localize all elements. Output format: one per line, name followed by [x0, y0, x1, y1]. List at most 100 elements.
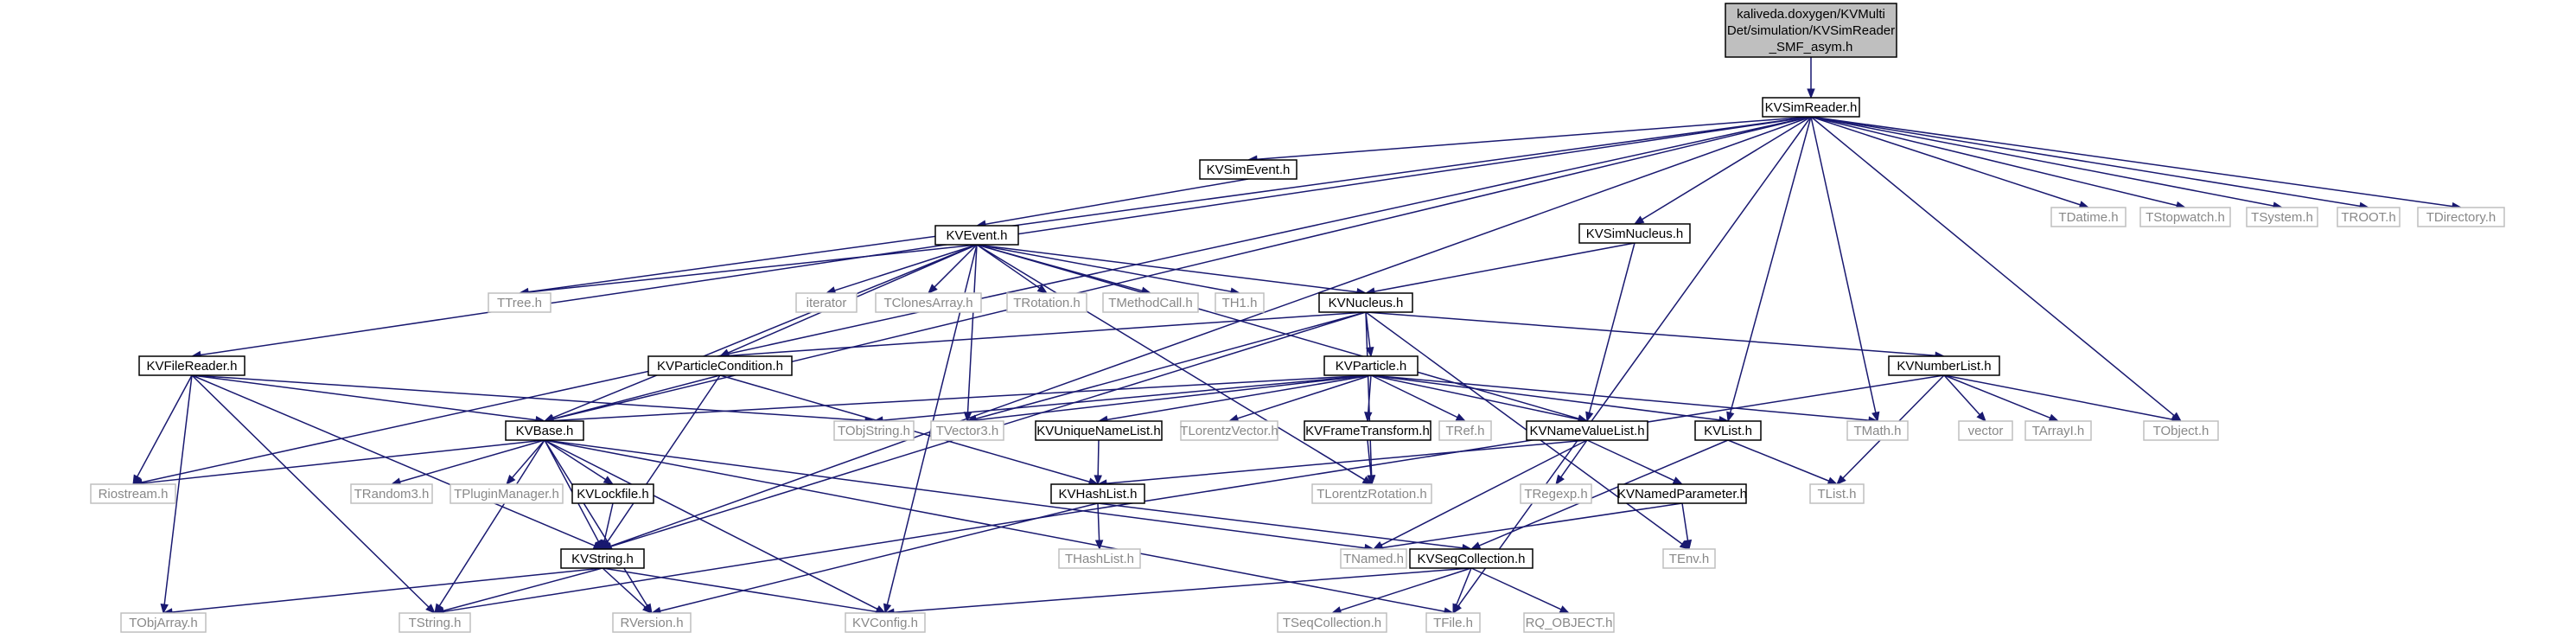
- node-KVNucleus[interactable]: KVNucleus.h: [1318, 292, 1413, 313]
- edge-arrowhead-KVEvent-to-KVConfig: [883, 603, 892, 615]
- node-box-TStopwatch: [2139, 207, 2231, 227]
- node-KVNamedParameter[interactable]: KVNamedParameter.h: [1617, 483, 1747, 504]
- edge-arrowhead-KVList-to-KVSeqCollection: [1470, 541, 1482, 550]
- node-box-KVNumberList[interactable]: [1888, 355, 2000, 376]
- node-KVBase[interactable]: KVBase.h: [505, 420, 584, 441]
- root-node: kaliveda.doxygen/KVMulti Det/simulation/…: [1725, 3, 1897, 58]
- edge-KVNucleus-to-KVParticleCondition: [728, 311, 1367, 357]
- node-label-RVersion: RVersion.h: [620, 616, 683, 630]
- edge-KVEvent-to-TClonesArray: [934, 244, 978, 288]
- node-KVSimEvent[interactable]: KVSimEvent.h: [1199, 159, 1298, 180]
- graph-edges: [131, 57, 2463, 617]
- node-box-KVSimEvent[interactable]: [1199, 159, 1298, 180]
- node-KVSimReader[interactable]: KVSimReader.h: [1762, 97, 1860, 118]
- node-label-KVLockfile: KVLockfile.h: [577, 487, 648, 502]
- node-box-TRef: [1438, 420, 1492, 441]
- edge-KVNucleus-to-TLorentzRotation: [1365, 311, 1373, 476]
- edge-KVNamedParameter-to-TEnv: [1681, 502, 1689, 541]
- node-KVHashList[interactable]: KVHashList.h: [1050, 483, 1145, 504]
- edge-KVEvent-to-TVector3: [966, 244, 978, 413]
- node-KVLockfile[interactable]: KVLockfile.h: [571, 483, 654, 504]
- node-box-KVEvent[interactable]: [934, 225, 1019, 246]
- edge-KVSimReader-to-TSystem: [1810, 116, 2274, 207]
- node-box-KVNameValueList[interactable]: [1526, 420, 1648, 441]
- root-node-box: [1725, 3, 1897, 58]
- node-box-KVList[interactable]: [1694, 420, 1762, 441]
- node-TList: TList.h: [1809, 483, 1865, 504]
- edge-KVSimReader-to-TFile: [1457, 116, 1812, 607]
- edge-KVParticle-to-KVUniqueNameList: [1106, 374, 1372, 421]
- node-box-TArrayI: [2024, 420, 2092, 441]
- node-KVFrameTransform[interactable]: KVFrameTransform.h: [1304, 420, 1431, 441]
- edge-KVEvent-to-KVNucleus: [976, 244, 1358, 293]
- node-box-TSeqCollection: [1277, 612, 1387, 633]
- node-KVString[interactable]: KVString.h: [560, 548, 645, 569]
- node-box-TLorentzRotation: [1311, 483, 1432, 504]
- edge-KVString-to-TObjArray: [171, 567, 603, 613]
- node-TTree: TTree.h: [488, 292, 552, 313]
- node-TArrayI: TArrayI.h: [2024, 420, 2092, 441]
- node-KVList[interactable]: KVList.h: [1694, 420, 1762, 441]
- node-label-TDirectory: TDirectory.h: [2426, 210, 2496, 225]
- root-node-line-2: Det/simulation/KVSimReader: [1727, 23, 1895, 38]
- node-box-KVSeqCollection[interactable]: [1409, 548, 1533, 569]
- edge-KVSeqCollection-to-RQ_OBJECT: [1470, 567, 1562, 610]
- node-KVFileReader[interactable]: KVFileReader.h: [138, 355, 245, 376]
- node-label-TObjString: TObjString.h: [838, 424, 910, 438]
- node-KVEvent[interactable]: KVEvent.h: [934, 225, 1019, 246]
- edge-KVFileReader-to-Riostream: [137, 374, 193, 477]
- node-box-TTree: [488, 292, 552, 313]
- node-label-KVEvent: KVEvent.h: [947, 228, 1008, 243]
- node-TRegexp: TRegexp.h: [1520, 483, 1592, 504]
- node-box-KVParticle[interactable]: [1323, 355, 1419, 376]
- node-box-KVFileReader[interactable]: [138, 355, 245, 376]
- edge-KVSeqCollection-to-TSeqCollection: [1340, 567, 1472, 611]
- edge-KVNameValueList-to-KVHashList: [1106, 439, 1588, 484]
- node-box-KVNucleus[interactable]: [1318, 292, 1413, 313]
- node-label-KVNameValueList: KVNameValueList.h: [1529, 424, 1644, 438]
- edge-KVNumberList-to-vector: [1943, 374, 1980, 416]
- node-box-TClonesArray: [875, 292, 982, 313]
- node-KVParticle[interactable]: KVParticle.h: [1323, 355, 1419, 376]
- edge-KVString-to-RVersion: [602, 567, 647, 608]
- node-KVSimNucleus[interactable]: KVSimNucleus.h: [1578, 223, 1691, 244]
- node-label-TRef: TRef.h: [1445, 424, 1484, 438]
- node-TFile: TFile.h: [1425, 612, 1481, 633]
- node-box-KVString[interactable]: [560, 548, 645, 569]
- edge-KVParticle-to-TLorentzVector: [1237, 374, 1372, 419]
- node-KVSeqCollection[interactable]: KVSeqCollection.h: [1409, 548, 1533, 569]
- node-box-KVSimNucleus[interactable]: [1578, 223, 1691, 244]
- edge-KVList-to-TList: [1727, 439, 1830, 482]
- node-KVNumberList[interactable]: KVNumberList.h: [1888, 355, 2000, 376]
- node-box-TMethodCall: [1102, 292, 1199, 313]
- node-TRotation: TRotation.h: [1006, 292, 1087, 313]
- node-box-KVBase[interactable]: [505, 420, 584, 441]
- node-box-KVParticleCondition[interactable]: [647, 355, 793, 376]
- node-KVParticleCondition[interactable]: KVParticleCondition.h: [647, 355, 793, 376]
- node-box-KVHashList[interactable]: [1050, 483, 1145, 504]
- edge-arrowhead-KVSeqCollection-to-RQ_OBJECT: [1559, 605, 1571, 614]
- node-box-TEnv: [1662, 548, 1716, 569]
- node-label-vector: vector: [1968, 424, 2004, 438]
- graph-nodes: kaliveda.doxygen/KVMulti Det/simulation/…: [90, 3, 2505, 633]
- node-box-KVUniqueNameList[interactable]: [1035, 420, 1163, 441]
- node-box-KVNamedParameter[interactable]: [1617, 483, 1747, 504]
- node-KVUniqueNameList[interactable]: KVUniqueNameList.h: [1035, 420, 1163, 441]
- node-label-TLorentzVector: TLorentzVector.h: [1180, 424, 1278, 438]
- node-box-KVFrameTransform[interactable]: [1304, 420, 1431, 441]
- edge-arrowhead-KVBase-to-TPluginManager: [506, 474, 516, 486]
- node-label-KVSimEvent: KVSimEvent.h: [1207, 163, 1291, 177]
- edge-arrowhead-KVFileReader-to-TString: [425, 604, 436, 614]
- node-KVNameValueList[interactable]: KVNameValueList.h: [1526, 420, 1648, 441]
- node-box-TRandom3: [350, 483, 433, 504]
- node-box-TRotation: [1006, 292, 1087, 313]
- node-box-KVSimReader[interactable]: [1762, 97, 1860, 118]
- node-label-TLorentzRotation: TLorentzRotation.h: [1317, 487, 1427, 502]
- edge-KVEvent-to-KVBase: [552, 244, 978, 419]
- edge-arrowhead-KVSeqCollection-to-TFile: [1452, 603, 1461, 615]
- edge-KVNameValueList-to-TRegexp: [1560, 439, 1588, 478]
- edge-KVNumberList-to-TString: [443, 374, 1945, 613]
- node-label-KVNucleus: KVNucleus.h: [1329, 296, 1404, 310]
- node-box-KVLockfile[interactable]: [571, 483, 654, 504]
- edge-arrowhead-KVParticle-to-TRef: [1455, 413, 1467, 422]
